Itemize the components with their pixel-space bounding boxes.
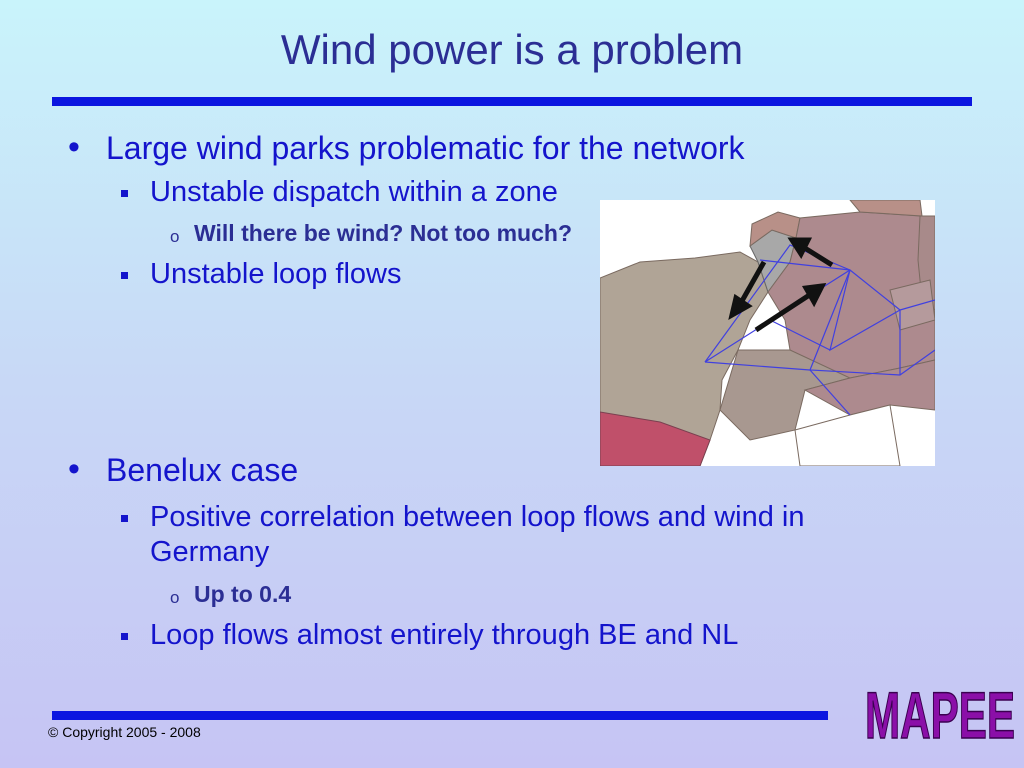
bullet-level3-glyph: o [170, 588, 180, 607]
bullet-level2-square-icon [121, 515, 128, 522]
bullet-2-sub-2: Loop flows almost entirely through BE an… [150, 619, 739, 651]
bullet-2-sub-1-sub-1: Up to 0.4 [194, 581, 292, 607]
europe-grid-map-image [600, 200, 935, 466]
copyright-notice: © Copyright 2005 - 2008 [48, 724, 201, 740]
bullet-2-text: Benelux case [106, 452, 299, 488]
bullet-level3-glyph: o [170, 227, 180, 246]
bullet-1-sub-1: Unstable dispatch within a zone [150, 176, 558, 208]
title-divider [52, 97, 972, 106]
bullet-level2-square-icon [121, 633, 128, 640]
bullet-1-sub-1-sub-1: Will there be wind? Not too much? [194, 220, 572, 246]
bullet-1-sub-2: Unstable loop flows [150, 258, 402, 290]
logo-text: MAPEE [865, 678, 1015, 750]
bullet-2-sub-1-line-1: Positive correlation between loop flows … [150, 501, 805, 533]
bullet-level1-glyph: • [68, 450, 80, 488]
bullet-level2-square-icon [121, 272, 128, 279]
slide-title: Wind power is a problem [280, 26, 744, 73]
bullet-1-text: Large wind parks problematic for the net… [106, 130, 745, 166]
mapee-logo: MAPEE [864, 677, 1016, 750]
footer-divider [52, 711, 828, 720]
bullet-level1-glyph: • [68, 128, 80, 166]
bullet-2-sub-1-line-2: Germany [150, 536, 270, 568]
bullet-level2-square-icon [121, 190, 128, 197]
